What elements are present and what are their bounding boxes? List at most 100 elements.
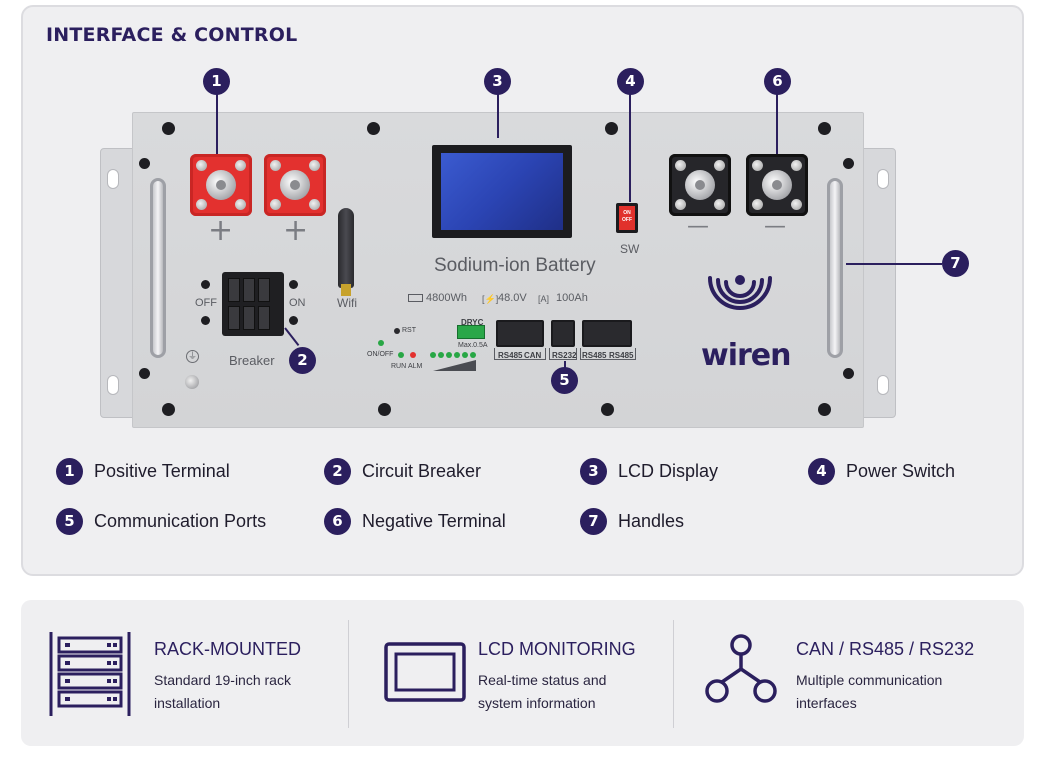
legend-number: 4 — [808, 458, 835, 485]
negative-terminal[interactable] — [746, 154, 808, 216]
breaker-off-label: OFF — [195, 297, 217, 309]
feature-desc-line: installation — [154, 695, 221, 711]
legend-item: 6 Negative Terminal — [324, 508, 506, 535]
breaker-pole — [228, 278, 240, 302]
feature-title: RACK-MOUNTED — [154, 639, 301, 659]
port-label-rs232: RS232 — [552, 351, 577, 360]
feature-divider — [348, 620, 349, 728]
spec-energy: 4800Wh — [426, 292, 467, 304]
ear-slot — [107, 375, 119, 395]
wiren-logo-icon — [708, 275, 772, 310]
rst-label: RST — [402, 327, 416, 334]
breaker-label: Breaker — [229, 353, 275, 368]
terminal-bolt — [791, 199, 802, 210]
breaker-pole — [243, 306, 255, 330]
screw — [367, 122, 380, 135]
legend-number: 2 — [324, 458, 351, 485]
screw — [162, 403, 175, 416]
screw — [139, 368, 150, 379]
rs485-port[interactable] — [582, 320, 632, 347]
onoff-led — [378, 340, 384, 346]
legend-label: LCD Display — [618, 461, 719, 481]
ear-slot — [107, 169, 119, 189]
legend-item: 3 LCD Display — [580, 458, 718, 485]
terminal-bolt — [791, 160, 802, 171]
terminal-bolt — [196, 199, 207, 210]
terminal-bolt — [714, 160, 725, 171]
port-bracket — [494, 348, 546, 360]
port-bracket — [580, 348, 636, 360]
legend-number: 6 — [324, 508, 351, 535]
terminal-bolt — [270, 160, 281, 171]
voltage-icon: [⚡] — [482, 294, 499, 304]
feature-desc-line: interfaces — [796, 695, 857, 711]
network-icon — [705, 634, 777, 703]
breaker-dot — [201, 316, 210, 325]
rst-button[interactable] — [394, 328, 400, 334]
callout-2: 2 — [289, 347, 316, 374]
leader-line — [846, 263, 942, 265]
port-bracket — [549, 348, 577, 360]
right-handle[interactable] — [827, 178, 843, 358]
feature-desc-line: system information — [478, 695, 596, 711]
circuit-breaker[interactable] — [222, 272, 284, 336]
screw — [162, 122, 175, 135]
soc-led — [462, 352, 468, 358]
alm-led — [410, 352, 416, 358]
terminal-post — [762, 170, 792, 200]
soc-led — [470, 352, 476, 358]
ear-slot — [877, 169, 889, 189]
breaker-pole — [228, 306, 240, 330]
positive-terminal[interactable] — [190, 154, 252, 216]
monitor-icon — [384, 642, 466, 702]
terminal-bolt — [309, 199, 320, 210]
breaker-dot — [289, 316, 298, 325]
port-label-can: CAN — [524, 351, 542, 360]
dryc-max-label: Max.0.5A — [458, 342, 488, 349]
ground-icon: ⏚ — [186, 350, 199, 363]
switch-on-label: ON — [623, 210, 631, 216]
wifi-antenna — [338, 208, 354, 288]
switch-off-label: OFF — [622, 217, 632, 223]
brand-logo-text: wiren — [701, 338, 791, 373]
callout-6: 6 — [764, 68, 791, 95]
features-panel — [21, 600, 1024, 746]
dryc-label: DRYC — [461, 318, 484, 327]
rs485-can-port[interactable] — [496, 320, 544, 347]
legend-item: 2 Circuit Breaker — [324, 458, 481, 485]
screw — [601, 403, 614, 416]
screw — [139, 158, 150, 169]
terminal-bolt — [196, 160, 207, 171]
left-handle[interactable] — [150, 178, 166, 358]
legend-label: Power Switch — [846, 461, 956, 481]
terminal-bolt — [270, 199, 281, 210]
spec-voltage: 48.0V — [498, 292, 527, 304]
feature-description: Multiple communication interfaces — [796, 669, 976, 715]
switch-label: SW — [620, 242, 640, 256]
product-label: Sodium-ion Battery — [434, 255, 596, 276]
port-label-rs485: RS485 — [582, 351, 607, 360]
terminal-bolt — [752, 199, 763, 210]
legend-number: 3 — [580, 458, 607, 485]
breaker-pole — [243, 278, 255, 302]
terminal-bolt — [309, 160, 320, 171]
legend-number: 7 — [580, 508, 607, 535]
dryc-terminal[interactable] — [457, 325, 485, 339]
breaker-on-label: ON — [289, 297, 306, 309]
alm-label: ALM — [408, 363, 423, 370]
terminal-bolt — [752, 160, 763, 171]
terminal-bolt — [714, 199, 725, 210]
switch-rocker: ON OFF — [619, 206, 635, 230]
power-switch[interactable]: ON OFF — [616, 203, 638, 233]
soc-led — [438, 352, 444, 358]
minus-sign: — — [687, 214, 709, 239]
current-icon: [A] — [538, 294, 550, 304]
rs232-port[interactable] — [551, 320, 575, 347]
spec-capacity: 100Ah — [556, 292, 588, 304]
legend-label: Circuit Breaker — [362, 461, 482, 481]
positive-terminal[interactable] — [264, 154, 326, 216]
legend-item: 7 Handles — [580, 508, 684, 535]
breaker-dot — [289, 280, 298, 289]
minus-sign: — — [764, 214, 786, 239]
negative-terminal[interactable] — [669, 154, 731, 216]
